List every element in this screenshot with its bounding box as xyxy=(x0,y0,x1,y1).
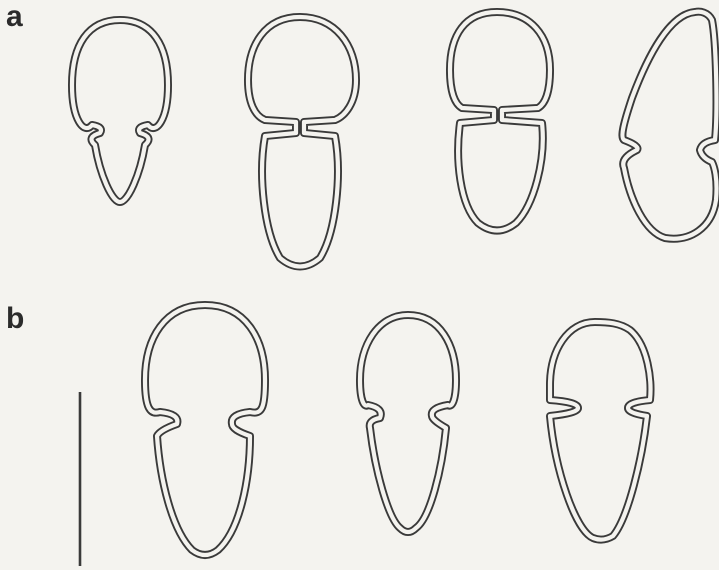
cell-a4 xyxy=(622,12,716,239)
cell-b2 xyxy=(360,315,456,532)
cell-b1 xyxy=(145,305,265,555)
cell-b3 xyxy=(550,322,650,540)
cell-a1 xyxy=(72,20,168,202)
cell-a3 xyxy=(450,12,550,231)
cell-a2 xyxy=(248,17,356,267)
